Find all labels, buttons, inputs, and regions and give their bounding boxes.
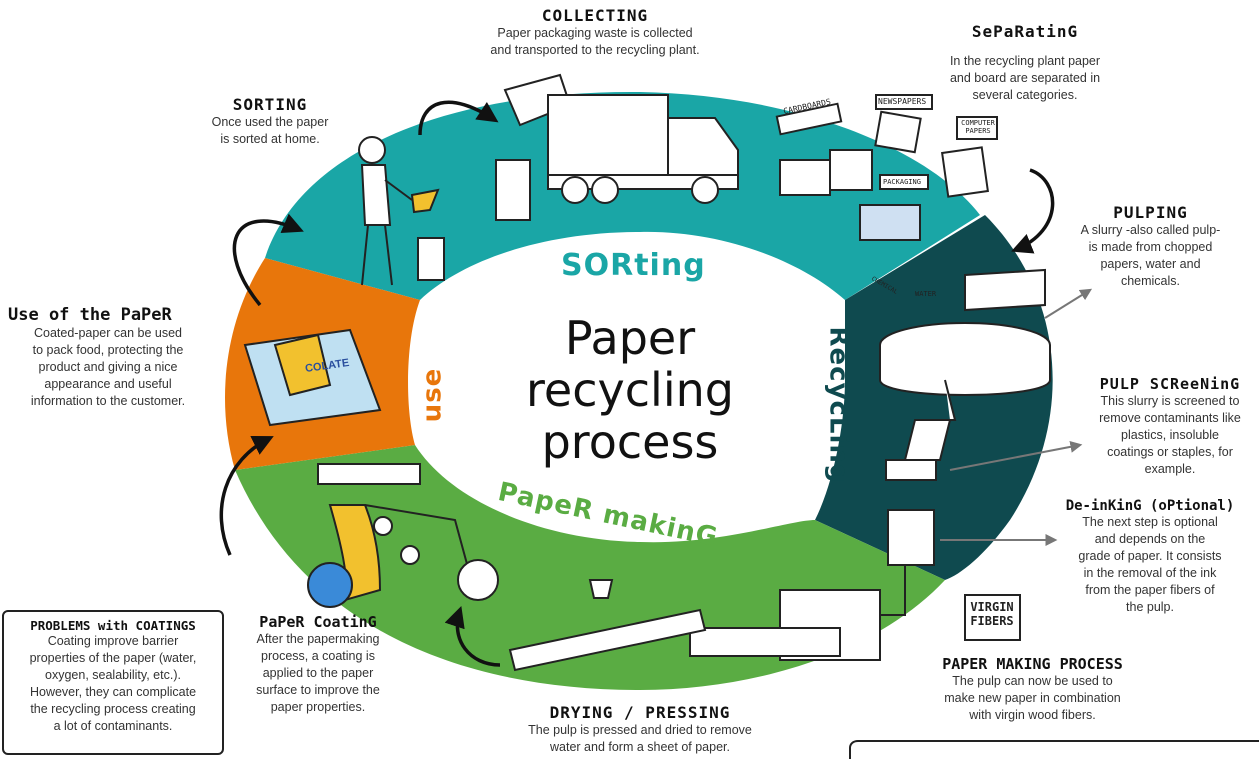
ring-label-use: use — [417, 367, 448, 423]
drying-text-2: water and form a sheet of paper. — [550, 740, 730, 754]
pulp-screening-text-3: plastics, insoluble — [1121, 428, 1219, 442]
pulping-text-1: A slurry -also called pulp- — [1080, 223, 1221, 237]
deinking-text-1: The next step is optional — [1082, 515, 1218, 529]
paper-making-process-text-1: The pulp can now be used to — [952, 674, 1113, 688]
arrow-drying-to-coating — [444, 606, 501, 667]
deinking-text-5: from the paper fibers of — [1085, 583, 1215, 597]
bin-illustration — [495, 159, 531, 221]
ring-label-recycling: RecycLing — [823, 326, 854, 484]
problems-text-6: a lot of contaminants. — [53, 719, 173, 733]
step-separating: SePaRatinG In the recycling plant paper … — [925, 22, 1125, 104]
sorting-title: SORTING — [232, 95, 308, 114]
separating-text-1: In the recycling plant paper — [949, 54, 1101, 68]
drying-text-1: The pulp is pressed and dried to remove — [528, 723, 752, 737]
paper-coating-text-4: surface to improve the — [256, 683, 380, 697]
arrow-separating-to-pulping — [1011, 168, 1055, 254]
sorted-paper-illustration — [775, 94, 998, 241]
deinking-text-4: in the removal of the ink — [1083, 566, 1217, 580]
center-title-line1: Paper — [564, 311, 696, 365]
paper-making-process-text-3: with virgin wood fibers. — [969, 708, 1096, 722]
paper-making-process-text-2: make new paper in combination — [944, 691, 1121, 705]
step-paper-making-process: PAPER MAKING PROCESS The pulp can now be… — [915, 655, 1150, 724]
label-newspapers: NEWSPAPERS — [878, 97, 927, 106]
label-water: WATER — [915, 290, 937, 298]
pulping-text-3: papers, water and — [1100, 257, 1201, 271]
pulp-screening-text-4: coatings or staples, for — [1107, 445, 1233, 459]
paper-coating-title: PaPeR CoatinG — [259, 613, 377, 631]
pulp-screening-text-1: This slurry is screened to — [1100, 394, 1240, 408]
problems-text-3: oxygen, sealability, etc.). — [45, 668, 181, 682]
use-of-paper-text-4: appearance and useful — [44, 377, 172, 391]
label-virgin-fibers: VIRGIN FIBERS — [970, 600, 1014, 628]
bin-illustration — [417, 237, 445, 281]
problems-box: PROBLEMS with COATINGS Coating improve b… — [2, 610, 224, 755]
paper-machine-illustration — [508, 579, 1021, 672]
problems-text-4: However, they can complicate — [29, 685, 197, 699]
use-of-paper-text-2: to pack food, protecting the — [32, 343, 184, 357]
center-title: Paper recycling process — [470, 312, 790, 468]
coating-machine-illustration — [307, 463, 499, 608]
step-sorting: SORTING Once used the paper is sorted at… — [190, 95, 350, 148]
center-hole — [418, 238, 838, 538]
step-paper-coating: PaPeR CoatinG After the papermaking proc… — [238, 613, 398, 716]
pulping-text-2: is made from chopped — [1088, 240, 1213, 254]
sorting-text-1: Once used the paper — [211, 115, 329, 129]
use-of-paper-text-5: information to the customer. — [30, 394, 186, 408]
chocolate-illustration — [243, 328, 382, 427]
separating-text-3: several categories. — [972, 88, 1078, 102]
pointer-pulping — [1044, 288, 1093, 319]
paper-coating-text-3: applied to the paper — [262, 666, 374, 680]
step-pulping: PULPING A slurry -also called pulp- is m… — [1058, 203, 1243, 290]
pulping-title: PULPING — [1113, 203, 1188, 222]
sorting-text-2: is sorted at home. — [220, 132, 320, 146]
collecting-text-2: and transported to the recycling plant. — [490, 43, 700, 57]
step-use-of-paper: Use of the PaPeR Coated-paper can be use… — [8, 305, 208, 410]
step-pulp-screening: PULP SCReeNinG This slurry is screened t… — [1083, 375, 1257, 478]
truck-illustration — [503, 73, 739, 204]
center-title-line2: recycling — [526, 363, 734, 417]
arrow-use-to-sorting — [232, 213, 304, 307]
center-title-line3: process — [541, 415, 719, 469]
problems-text-1: Coating improve barrier — [47, 634, 179, 648]
problems-title: PROBLEMS with COATINGS — [30, 618, 196, 633]
use-of-paper-text-3: product and giving a nice — [38, 360, 178, 374]
drying-title: DRYING / PRESSING — [549, 703, 731, 722]
separating-text-2: and board are separated in — [949, 71, 1101, 85]
pointer-screening — [949, 440, 1083, 471]
deinking-text-2: and depends on the — [1094, 532, 1206, 546]
step-deinking: De-inKinG (oPtional) The next step is op… — [1055, 498, 1245, 616]
pulping-text-4: chemicals. — [1120, 274, 1181, 288]
label-computer-papers: COMPUTER PAPERS — [961, 119, 995, 135]
deinking-text-3: grade of paper. It consists — [1078, 549, 1222, 563]
partial-box — [849, 740, 1259, 759]
paper-coating-text-1: After the papermaking — [256, 632, 380, 646]
arrow-sorting-to-collecting — [418, 100, 499, 136]
pulp-screening-title: PULP SCReeNinG — [1099, 375, 1241, 393]
deinking-title: De-inKinG (oPtional) — [1065, 498, 1235, 514]
deinking-text-6: the pulp. — [1126, 600, 1174, 614]
problems-text-2: properties of the paper (water, — [29, 651, 197, 665]
pulper-illustration — [879, 268, 1051, 616]
use-of-paper-title: Use of the PaPeR — [8, 305, 172, 325]
pulp-screening-text-2: remove contaminants like — [1099, 411, 1241, 425]
ring-label-sorting: SORting — [555, 248, 712, 283]
step-collecting: COLLECTING Paper packaging waste is coll… — [460, 6, 730, 59]
paper-coating-text-5: paper properties. — [270, 700, 366, 714]
person-illustration — [358, 136, 440, 286]
use-of-paper-text-1: Coated-paper can be used — [33, 326, 183, 340]
step-drying: DRYING / PRESSING The pulp is pressed an… — [505, 703, 775, 756]
label-packaging: PACKAGING — [883, 178, 921, 186]
collecting-text-1: Paper packaging waste is collected — [497, 26, 693, 40]
collecting-title: COLLECTING — [541, 6, 649, 25]
arrow-coating-to-use — [219, 435, 274, 556]
problems-text-5: the recycling process creating — [30, 702, 196, 716]
pulp-screening-text-5: example. — [1144, 462, 1196, 476]
paper-coating-text-2: process, a coating is — [261, 649, 375, 663]
paper-making-process-title: PAPER MAKING PROCESS — [942, 655, 1123, 673]
separating-title: SePaRatinG — [971, 22, 1079, 41]
